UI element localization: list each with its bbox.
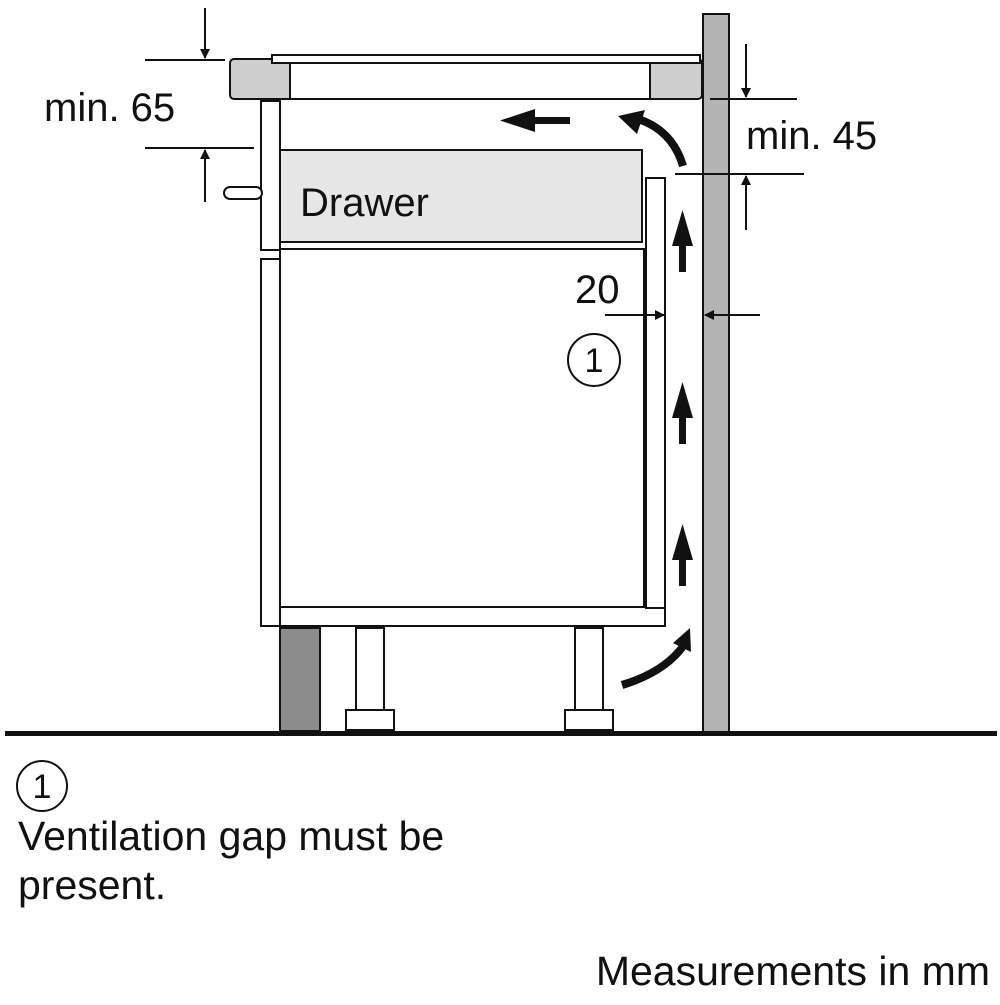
callout-number: 1 — [585, 342, 604, 380]
airflow-arrow-up-icon — [672, 210, 693, 272]
airflow-curved-arrow-icon — [618, 110, 687, 168]
airflow-arrow-up-icon — [672, 382, 693, 444]
airflow-arrow-left-icon — [500, 109, 570, 132]
airflow-arrows — [500, 109, 693, 689]
cabinet-leg-right — [564, 627, 614, 731]
wall — [702, 13, 730, 733]
cabinet-rear-panel — [645, 177, 666, 609]
cabinet-door — [260, 258, 281, 627]
hob-worktop — [229, 54, 703, 100]
floor-line — [5, 731, 997, 736]
drawer-front — [260, 100, 281, 251]
cabinet-leg-left — [345, 627, 395, 731]
drawer-handle-icon — [223, 186, 263, 200]
airflow-arrow-up-icon — [672, 524, 693, 586]
rear-gap-label: min. 45 — [746, 114, 877, 158]
airflow-curved-arrow-icon — [620, 628, 691, 689]
measurements-note: Measurements in mm — [595, 948, 990, 994]
ventilation-gap-callout: 1 — [567, 333, 621, 387]
plinth — [279, 627, 321, 732]
side-gap-label: 20 — [575, 268, 620, 312]
drawer-label: Drawer — [300, 181, 429, 225]
legend-text: Ventilation gap must be present. — [18, 813, 445, 908]
cabinet-body — [279, 248, 645, 608]
legend-number: 1 — [33, 768, 52, 806]
cabinet-bottom-panel — [279, 606, 666, 627]
top-gap-label: min. 65 — [44, 86, 175, 130]
rear-gap-dimension — [675, 44, 804, 230]
top-gap-dimension — [145, 8, 254, 202]
drawer-box — [279, 149, 643, 243]
legend-number-badge: 1 — [16, 760, 68, 812]
